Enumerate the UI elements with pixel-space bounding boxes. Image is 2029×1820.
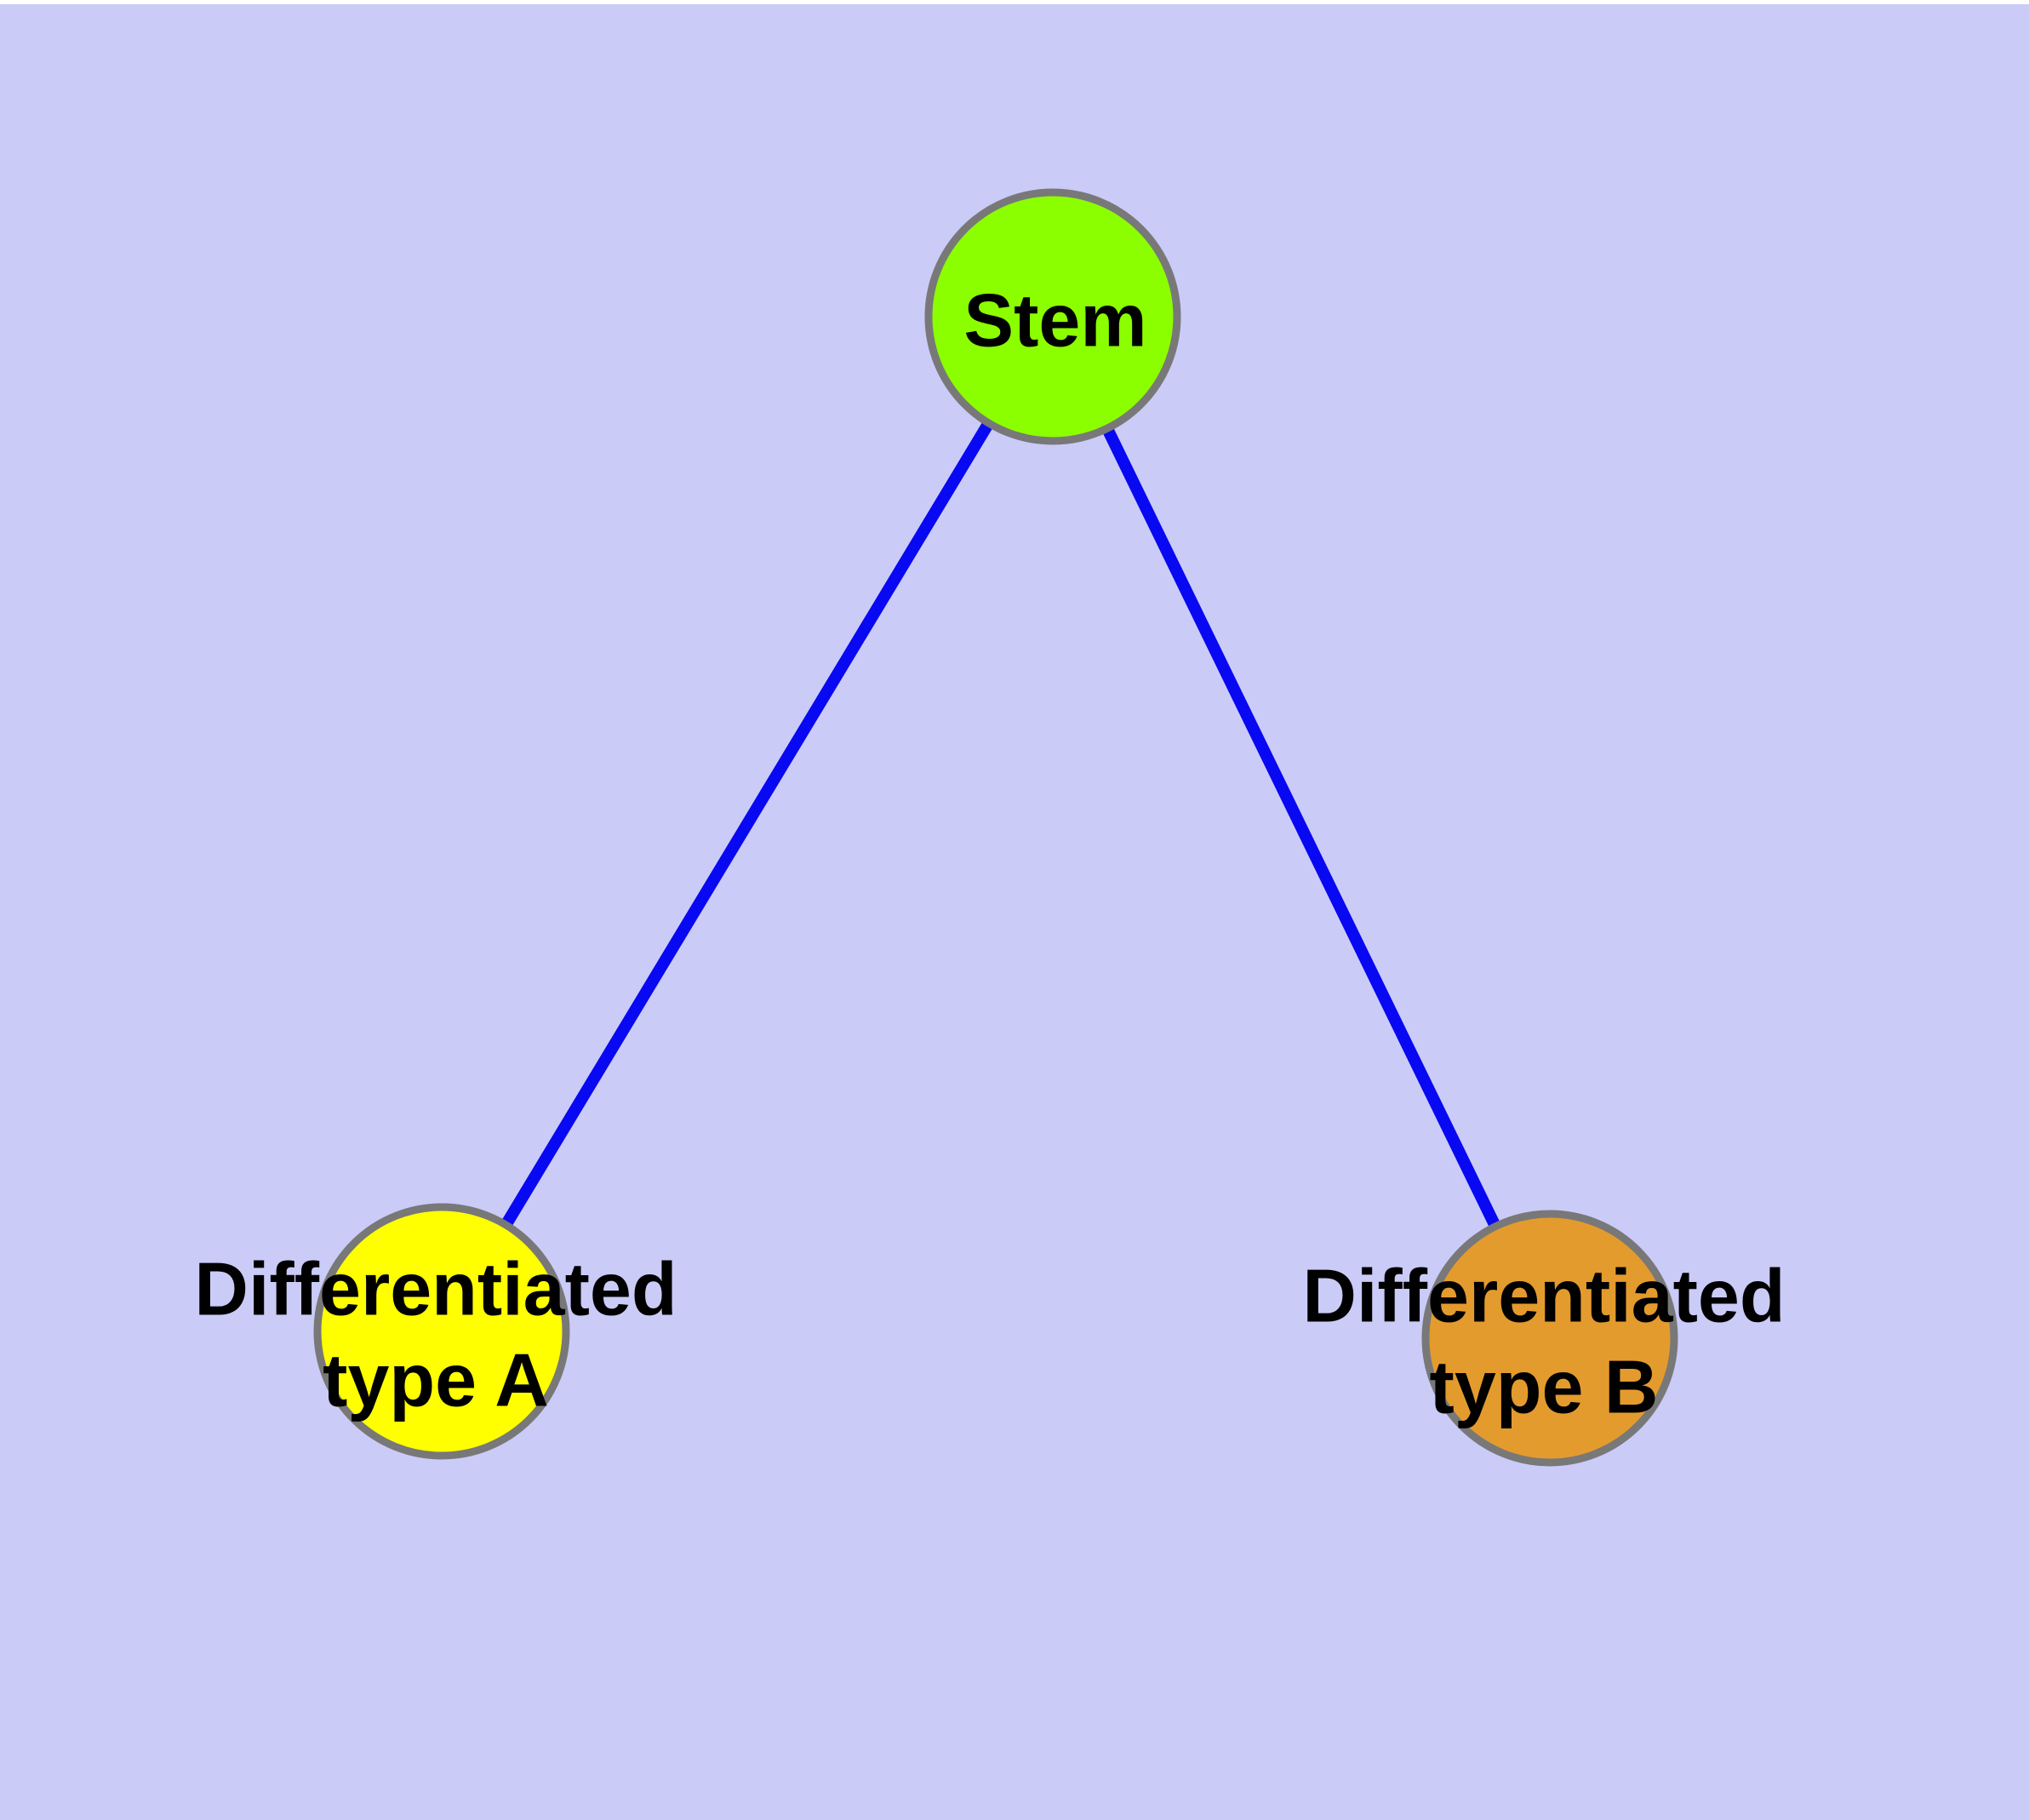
node-type-b-circle <box>1421 1210 1678 1467</box>
node-type-a-circle <box>313 1203 570 1460</box>
node-stem-circle <box>924 188 1181 445</box>
edge-stem-to-type-a <box>437 313 1058 1335</box>
edge-stem-to-type-b <box>1047 313 1556 1342</box>
top-margin <box>0 0 2029 4</box>
